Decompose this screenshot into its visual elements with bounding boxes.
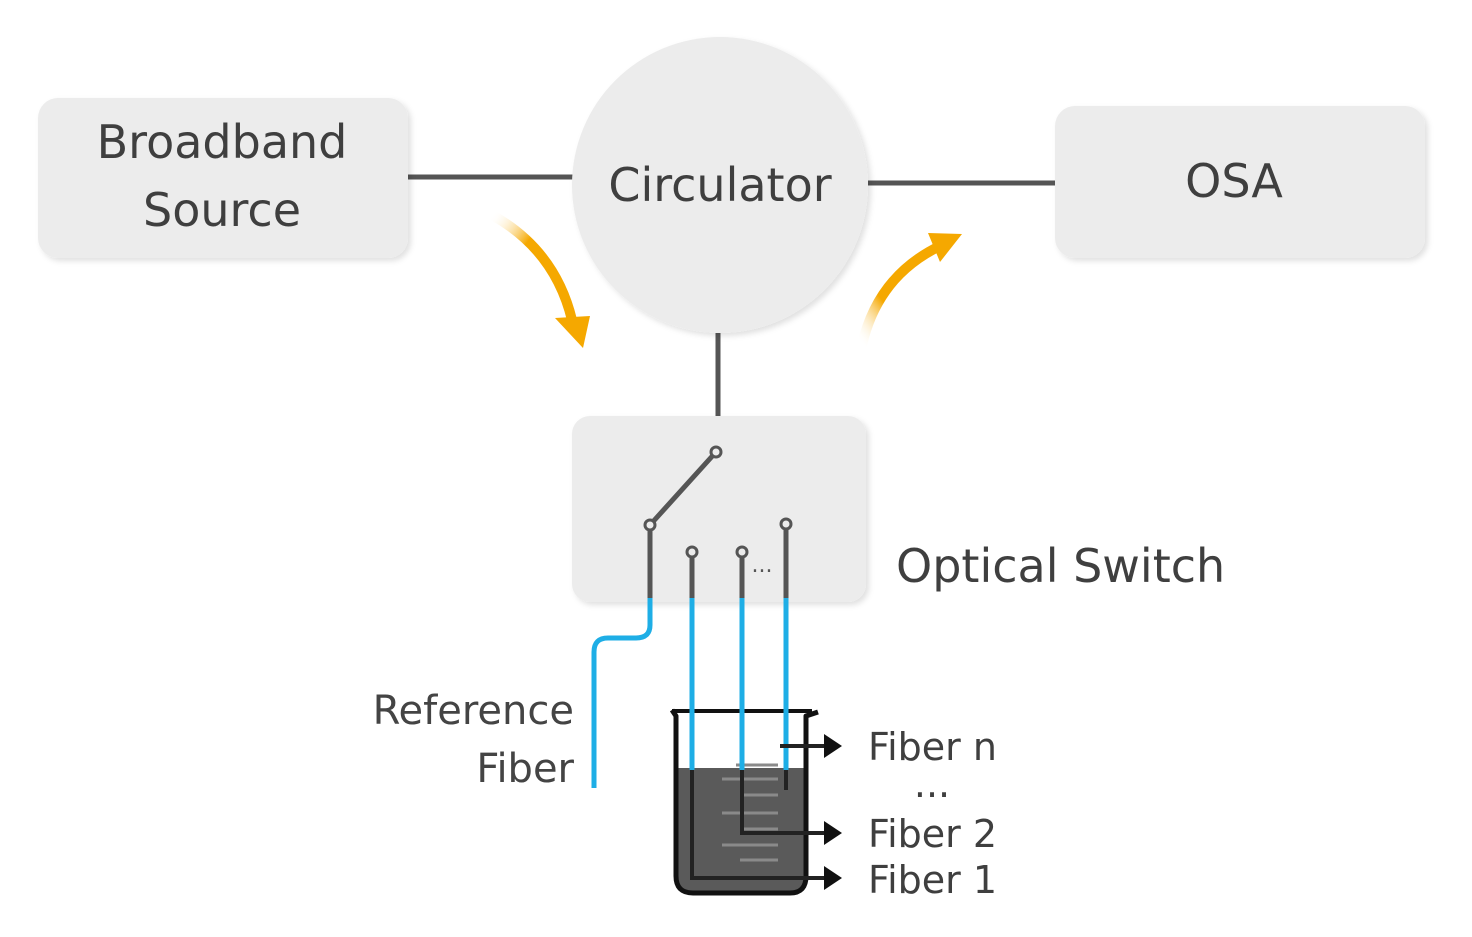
switch-contact-reference <box>643 518 657 532</box>
switch-contact-2 <box>735 545 749 559</box>
switch-lever <box>648 450 718 527</box>
circulator-block: Circulator <box>572 37 868 333</box>
reference-fiber-label-line1: Reference <box>373 688 574 734</box>
fibers-ellipsis: ... <box>914 762 950 806</box>
optical-switch-label: Optical Switch <box>896 539 1225 593</box>
switch-pivot <box>709 445 723 459</box>
optical-switch-block: ... <box>572 416 866 602</box>
fiber-n-label: Fiber n <box>868 725 997 769</box>
circulator-label: Circulator <box>608 158 831 212</box>
reference-fiber-line <box>591 598 653 788</box>
osa-label: OSA <box>1185 154 1283 208</box>
broadband-source-label-line2: Source <box>143 183 301 237</box>
flow-arrow-in <box>487 210 590 348</box>
fiber-2-submerged <box>740 770 826 835</box>
flow-arrow-out <box>857 233 962 350</box>
switch-contact-1 <box>685 545 699 559</box>
fiber-n-arrowhead <box>824 734 842 758</box>
switch-contact-n <box>779 517 793 531</box>
osa-block: OSA <box>1055 106 1425 258</box>
switch-port-ellipsis: ... <box>752 553 773 578</box>
fiber-1-arrowhead <box>824 866 842 890</box>
fibers <box>591 598 789 788</box>
broadband-source-block: Broadband Source <box>38 98 408 258</box>
fiber-2-label: Fiber 2 <box>868 812 997 856</box>
reference-fiber-label-line2: Fiber <box>476 746 574 792</box>
beaker-graduations <box>722 763 778 862</box>
fiber-1-label: Fiber 1 <box>868 858 997 902</box>
fiber-1-submerged <box>690 770 826 880</box>
fiber-2-arrowhead <box>824 821 842 845</box>
broadband-source-label-line1: Broadband <box>97 115 348 169</box>
